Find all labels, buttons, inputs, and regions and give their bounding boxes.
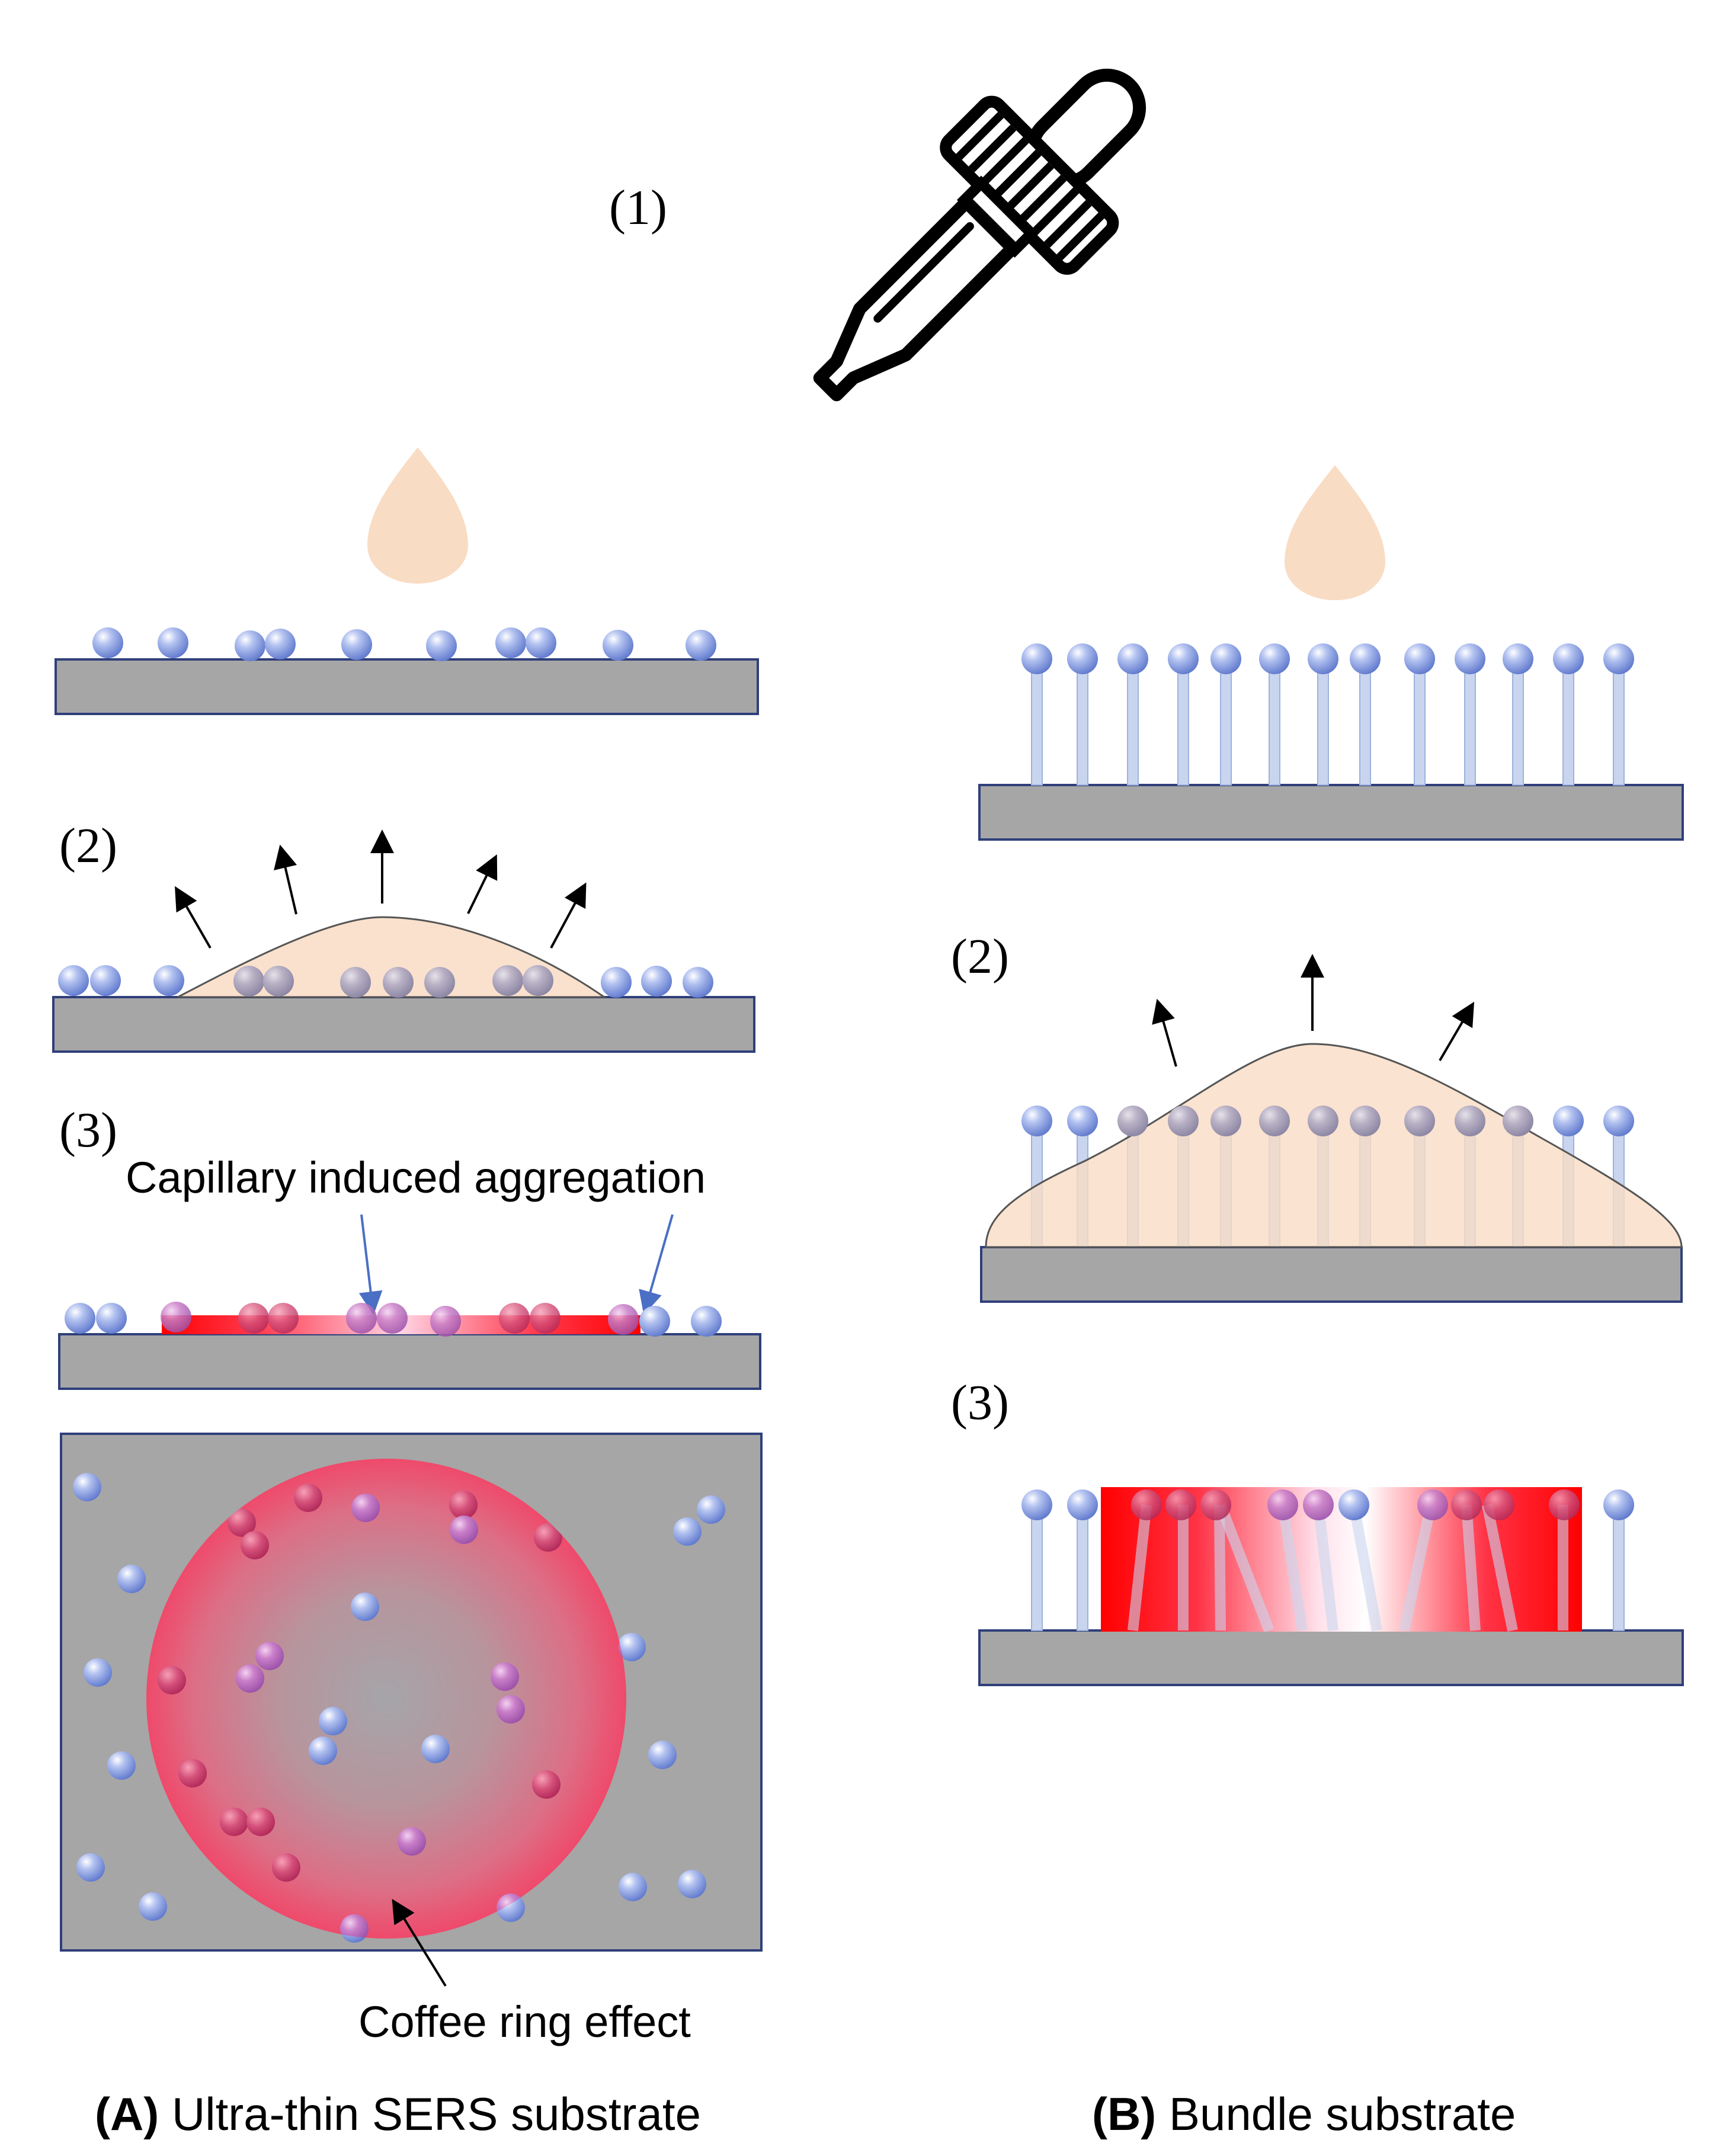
evaporation-arrows-b <box>1152 954 1475 1067</box>
step-label-b2: (2) <box>951 929 1009 984</box>
substrate-b3 <box>978 1629 1684 1686</box>
falling-droplet-a <box>367 447 468 584</box>
nanopillars-b1 <box>1021 643 1634 786</box>
step-label-a3: (3) <box>59 1103 117 1158</box>
substrate-a3 <box>58 1333 761 1390</box>
substrate-b2 <box>980 1246 1683 1303</box>
coffee-ring-arrow <box>392 1898 447 1987</box>
nanoparticles-a2-inside <box>233 965 553 998</box>
capillary-arrows <box>358 1214 674 1315</box>
caption-a: (A) Ultra-thin SERS substrate <box>95 2088 701 2140</box>
caption-a-text: Ultra-thin SERS substrate <box>159 2088 701 2140</box>
capillary-label: Capillary induced aggregation <box>126 1153 706 1202</box>
substrate-a1 <box>55 658 759 715</box>
step-label-b3: (3) <box>951 1375 1009 1430</box>
caption-b: (B) Bundle substrate <box>1092 2088 1516 2140</box>
substrate-b1 <box>978 784 1684 841</box>
falling-droplet-b <box>1285 465 1385 600</box>
evaporation-arrows-a <box>175 829 587 949</box>
coffee-ring-label: Coffee ring effect <box>358 1997 691 2046</box>
bundled-pillars-b3 <box>1021 1489 1634 1632</box>
nanopillar-heads-b2 <box>1021 1106 1634 1136</box>
nanoparticles-a2-outside <box>58 965 713 998</box>
step-label-1: (1) <box>609 180 667 235</box>
nanoparticles-a1 <box>92 627 716 661</box>
step-label-a2: (2) <box>59 818 117 873</box>
nanoparticles-top-view-inside <box>158 1484 626 1939</box>
caption-b-text: Bundle substrate <box>1156 2088 1516 2140</box>
nanoparticles-a3 <box>65 1302 722 1337</box>
evaporating-droplet-b <box>985 1043 1683 1248</box>
caption-a-letter: (A) <box>95 2088 159 2140</box>
substrate-a2 <box>52 996 755 1053</box>
caption-b-letter: (B) <box>1092 2088 1156 2140</box>
pipette-icon <box>813 68 1146 402</box>
